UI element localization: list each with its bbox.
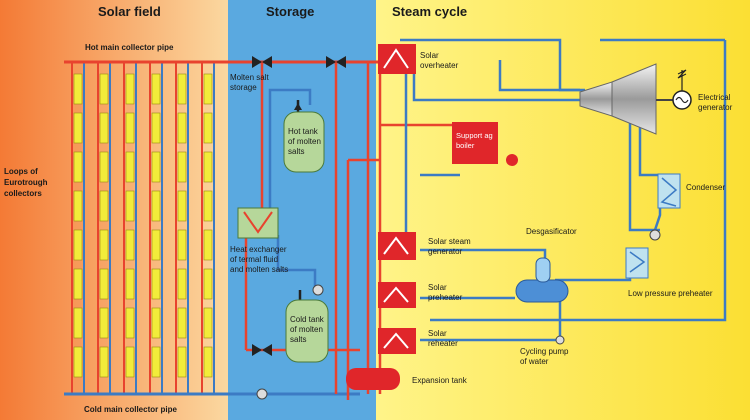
steam-cycle-zone (376, 0, 750, 420)
solar-overheater-unit (378, 44, 416, 74)
collector-panel (73, 112, 83, 144)
collector-panel (99, 268, 109, 300)
collector-panel (125, 112, 135, 144)
collector-panel (99, 229, 109, 261)
collector-panel (203, 190, 213, 222)
collector-panel (73, 151, 83, 183)
expansion-tank (346, 368, 400, 390)
cold-tank-label: Cold tank of molten salts (290, 315, 326, 344)
collector-panel (125, 73, 135, 105)
desgasificator-dome (535, 257, 551, 283)
hot-tank-pump-icon (294, 103, 302, 110)
collector-panel (203, 307, 213, 339)
collector-panel (177, 307, 187, 339)
collector-panel (177, 190, 187, 222)
cold-pipe-pump-icon (256, 388, 268, 400)
hot-tank (283, 111, 325, 173)
collector-panel (125, 229, 135, 261)
support-boiler-burner-icon (506, 154, 518, 166)
collector-panel (151, 229, 161, 261)
support-boiler (452, 122, 498, 164)
solar-preheater-unit (378, 282, 416, 308)
cold-tank (285, 299, 329, 363)
collector-panel (203, 268, 213, 300)
support-boiler-label: Support ag boiler (456, 131, 495, 150)
collector-panel (125, 268, 135, 300)
collector-panel (73, 268, 83, 300)
expansion-tank-label: Expansion tank (412, 376, 468, 385)
collector-panel (177, 346, 187, 378)
collector-panel (203, 346, 213, 378)
hot-tank-label: Hot tank of molten salts (288, 127, 323, 156)
collector-panel (73, 307, 83, 339)
header-storage: Storage (266, 4, 314, 19)
cycling-pump-icon (555, 335, 565, 345)
cold-pipe-label: Cold main collector pipe (84, 405, 177, 414)
collector-panel (177, 73, 187, 105)
collector-panel (203, 73, 213, 105)
condenser-label: Condenser (686, 183, 725, 192)
hot-pipe-label: Hot main collector pipe (85, 43, 174, 52)
cycling-pump-label: Cycling pump of water (520, 347, 571, 366)
valve-icon (326, 56, 346, 68)
steam-pipes (346, 38, 727, 400)
turbine-low-pressure-icon (611, 63, 657, 135)
solar-overheater-label: Solar overheater (420, 51, 459, 70)
molten-salt-storage-label: Molten salt storage (230, 73, 271, 92)
collector-panel (125, 190, 135, 222)
solar-preheater-label: Solar preheater (428, 283, 463, 302)
solar-steam-generator-unit (378, 232, 416, 260)
desgasificator-tank (515, 279, 569, 303)
header-steam-cycle: Steam cycle (392, 4, 467, 19)
collector-panel (99, 307, 109, 339)
collector-panel (73, 190, 83, 222)
electrical-generator-label: Electrical generator (698, 93, 733, 112)
collector-panel (125, 307, 135, 339)
collector-panel (99, 112, 109, 144)
collector-panel (125, 151, 135, 183)
collector-panel (125, 346, 135, 378)
condenser-icon (657, 173, 681, 209)
collector-panel (177, 112, 187, 144)
solar-reheater-label: Solar reheater (428, 329, 458, 348)
collector-panel (151, 307, 161, 339)
collector-panel (99, 151, 109, 183)
collector-panel (203, 151, 213, 183)
solar-steam-generator-label: Solar steam generator (428, 237, 473, 256)
collector-panel (99, 73, 109, 105)
collector-panel (99, 190, 109, 222)
collector-panel (151, 268, 161, 300)
loops-label: Loops of Eurotrough collectors (4, 167, 50, 198)
collector-panel (177, 151, 187, 183)
heat-exchanger-label: Heat exchanger of termal fluid and molte… (230, 245, 289, 274)
valve-icon (252, 344, 272, 356)
condenser-pump-icon (649, 229, 661, 241)
collector-panel (177, 268, 187, 300)
low-pressure-preheater-label: Low pressure preheater (628, 289, 713, 298)
collector-panel (151, 112, 161, 144)
collector-panel (151, 190, 161, 222)
collector-panel (203, 112, 213, 144)
collector-panel (203, 229, 213, 261)
collector-panel (73, 346, 83, 378)
collector-panel (151, 151, 161, 183)
low-pressure-preheater-icon (625, 247, 649, 279)
solar-reheater-unit (378, 328, 416, 354)
collector-panel (151, 346, 161, 378)
collector-loops (71, 62, 215, 394)
solar-field-zone (0, 0, 228, 420)
collector-panel (151, 73, 161, 105)
collector-panel (73, 229, 83, 261)
header-solar-field: Solar field (98, 4, 161, 19)
cold-tank-pump-icon (312, 284, 324, 296)
collector-panel (177, 229, 187, 261)
valve-icon (252, 56, 272, 68)
desgasificator-label: Desgasificator (526, 227, 577, 236)
collector-panel (73, 73, 83, 105)
collector-panel (99, 346, 109, 378)
